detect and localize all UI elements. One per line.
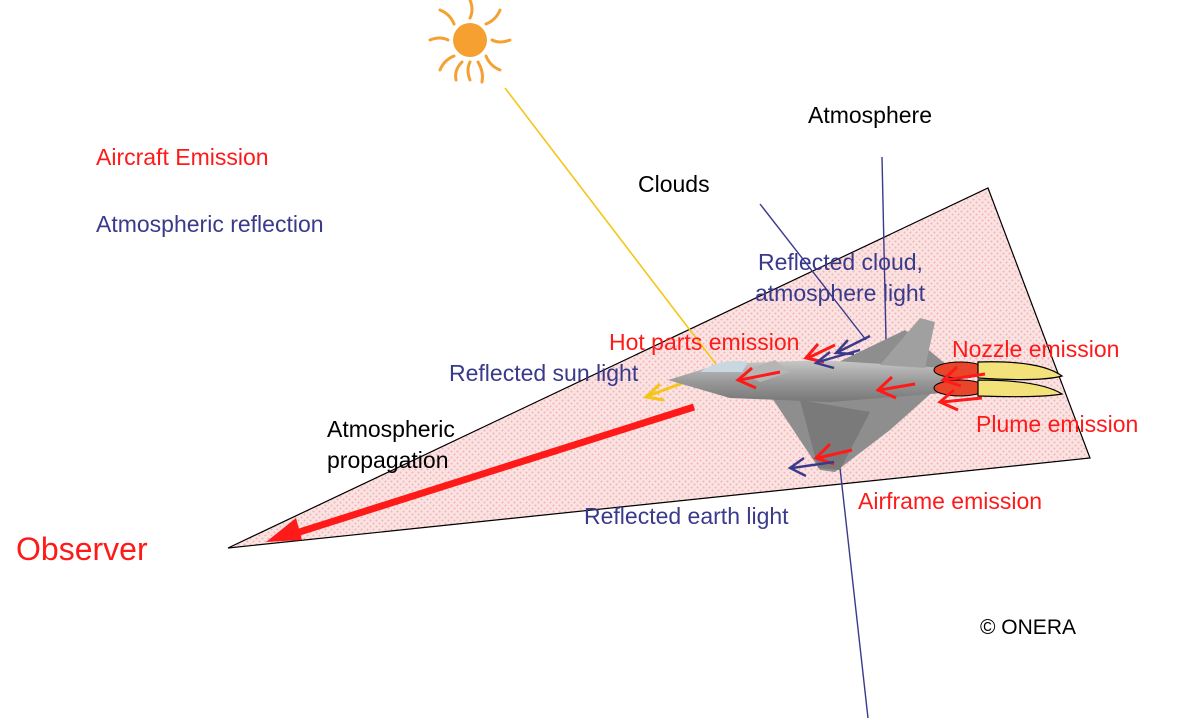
propagation-arrow xyxy=(288,403,696,539)
label-reflected-cloud-2: atmosphere light xyxy=(755,280,926,306)
fighter-jet-icon xyxy=(668,318,1064,472)
label-reflected-cloud-1: Reflected cloud, xyxy=(758,249,923,275)
label-plume: Plume emission xyxy=(976,411,1139,437)
sun-ray xyxy=(504,87,723,373)
label-atm-prop-1: Atmospheric xyxy=(327,416,455,442)
plume xyxy=(977,361,1064,381)
label-clouds: Clouds xyxy=(638,171,710,197)
label-reflected-sun: Reflected sun light xyxy=(449,360,639,386)
cloud-ray xyxy=(759,203,867,341)
atmosphere-ray xyxy=(881,156,887,341)
reflection-arrows xyxy=(787,334,871,478)
label-reflected-earth: Reflected earth light xyxy=(584,503,789,529)
label-hot-parts: Hot parts emission xyxy=(609,329,800,355)
copyright: © ONERA xyxy=(980,616,1076,639)
label-nozzle: Nozzle emission xyxy=(952,336,1120,362)
observation-cone xyxy=(227,187,1091,549)
label-observer: Observer xyxy=(16,531,148,567)
legend-reflection: Atmospheric reflection xyxy=(96,211,324,237)
label-atmosphere: Atmosphere xyxy=(808,102,933,128)
label-atm-prop-2: propagation xyxy=(327,447,449,473)
label-airframe: Airframe emission xyxy=(858,488,1043,514)
emission-arrows xyxy=(735,343,986,466)
earth-ray xyxy=(839,467,869,719)
sun-icon xyxy=(428,0,512,84)
legend-emission: Aircraft Emission xyxy=(96,144,269,170)
